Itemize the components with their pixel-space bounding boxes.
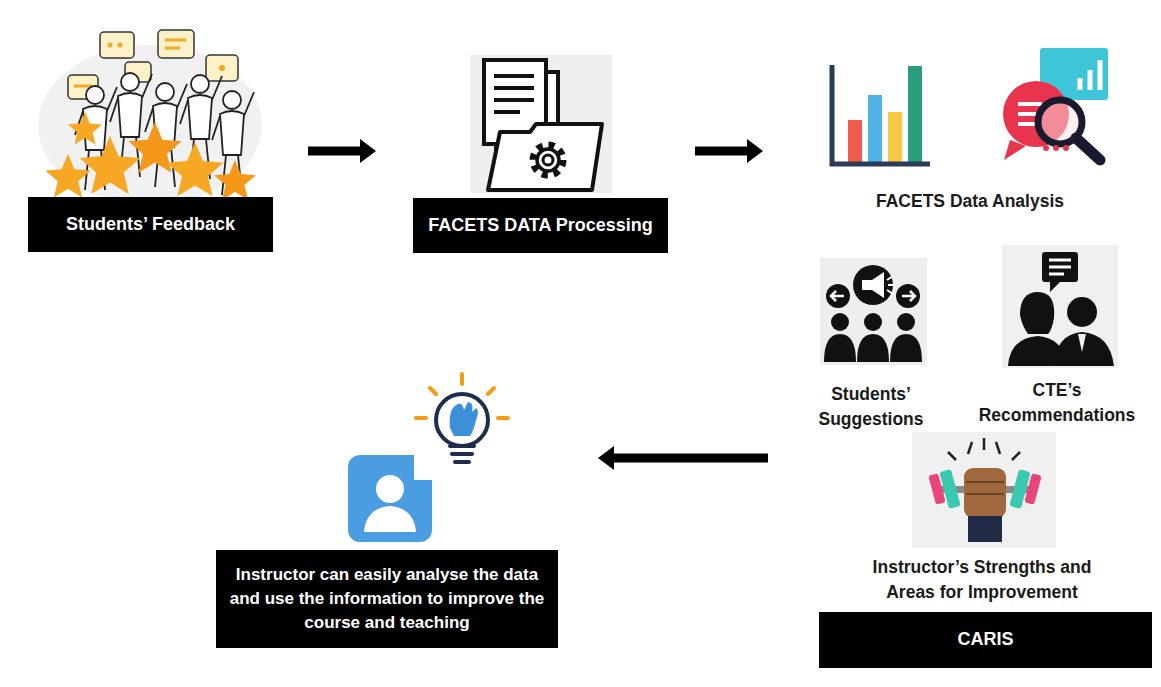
strength-icon xyxy=(964,468,1006,518)
suggestions-icon xyxy=(857,334,889,362)
feedback-crowd xyxy=(165,40,186,48)
analysis-icon xyxy=(1063,145,1069,151)
strength-icon xyxy=(912,432,1056,548)
strength-icon xyxy=(948,438,1020,460)
instructor-icon xyxy=(436,394,488,446)
suggestions-icon xyxy=(862,272,884,298)
instructor-icon xyxy=(450,402,478,436)
analysis-icon xyxy=(1003,48,1108,160)
analysis-node: FACETS Data Analysis xyxy=(763,45,1110,215)
feedback-crowd xyxy=(214,160,256,200)
bar-chart-icon xyxy=(908,66,922,162)
suggestions-icon xyxy=(820,258,927,365)
strength-icon xyxy=(968,516,1002,542)
feedback-crowd xyxy=(80,136,141,194)
feedback-crowd xyxy=(38,45,262,205)
strength-icon xyxy=(1024,473,1041,505)
suggestions-icon xyxy=(831,291,844,301)
analysis-icon xyxy=(1076,138,1100,160)
feedback-crowd xyxy=(100,32,134,58)
recommendations-icon xyxy=(1042,252,1078,282)
instructor-icon xyxy=(376,475,404,503)
processing-icon xyxy=(488,124,602,190)
suggestions-icon xyxy=(831,313,849,331)
icon-caption: CTE’s Recommendations xyxy=(977,377,1137,429)
outcome-box: Instructor can easily analyse the data a… xyxy=(216,378,598,648)
bar-chart-icon xyxy=(868,95,882,162)
box-label: Students’ Feedback xyxy=(28,197,273,252)
feedback-crowd xyxy=(158,30,194,58)
process-box: FACETS DATA Processing xyxy=(376,55,695,253)
recommendations-icon xyxy=(1054,332,1114,366)
processing-icon xyxy=(537,149,559,171)
feedback-crowd xyxy=(108,43,113,48)
feedback-crowd xyxy=(38,30,262,205)
bar-chart-icon xyxy=(832,65,930,164)
box-label: Instructor can easily analyse the data a… xyxy=(216,550,558,648)
instructor-icon xyxy=(364,506,416,532)
analysis-icon xyxy=(1080,60,1100,90)
suggestions-icon xyxy=(902,291,915,301)
node-heading: Instructor’s Strengths and Areas for Imp… xyxy=(857,552,1107,608)
suggestions-icon xyxy=(824,334,856,362)
icon-caption: Students’ Suggestions xyxy=(811,381,931,433)
recommendations-icon xyxy=(1049,260,1071,274)
strength-icon xyxy=(928,473,945,505)
flow-arrow xyxy=(614,454,768,463)
process-box: Students’ Feedback xyxy=(28,25,308,252)
recommendations-icon xyxy=(1002,245,1118,368)
bar-chart-icon xyxy=(888,112,902,162)
strength-icon xyxy=(966,482,1004,494)
suggestions-icon xyxy=(820,258,927,365)
suggestions-icon xyxy=(864,313,882,331)
instructor-icon xyxy=(348,374,510,542)
analysis-icon xyxy=(1053,145,1059,151)
box-label: FACETS DATA Processing xyxy=(413,198,668,253)
recommendations-icon xyxy=(1020,292,1054,334)
feedback-crowd xyxy=(219,65,225,71)
box-label: CARIS xyxy=(819,612,1152,668)
recommendations-icon xyxy=(1067,297,1097,327)
feedback-crowd xyxy=(166,142,223,196)
analysis-icon xyxy=(1043,145,1049,151)
flow-arrow xyxy=(308,147,360,156)
strength-icon xyxy=(912,432,1056,548)
suggestions-icon xyxy=(896,284,920,308)
processing-icon xyxy=(533,145,563,175)
flow-arrow xyxy=(695,147,747,156)
suggestions-icon xyxy=(887,276,895,294)
suggestions-icon xyxy=(897,313,915,331)
recommendations-icon xyxy=(1002,245,1118,368)
node-heading: FACETS Data Analysis xyxy=(830,188,1110,214)
caris-box: Instructor’s Strengths and Areas for Imp… xyxy=(768,430,1152,668)
suggestions-icon xyxy=(890,334,922,362)
recommendations-icon xyxy=(1078,334,1086,352)
processing-icon xyxy=(470,55,612,193)
processing-icon xyxy=(470,55,612,193)
suggestions-icon xyxy=(826,284,850,308)
suggestions-icon xyxy=(853,265,893,305)
instructor-icon xyxy=(450,446,474,462)
recommendations-icon xyxy=(1050,282,1060,292)
bar-chart-icon xyxy=(848,120,862,162)
bar-chart-icon xyxy=(832,65,930,164)
processing-icon xyxy=(494,76,534,112)
instructor-icon xyxy=(414,378,510,480)
feedback-crowd xyxy=(68,112,102,145)
feedback-crowd xyxy=(118,43,123,48)
processing-icon xyxy=(543,155,553,165)
